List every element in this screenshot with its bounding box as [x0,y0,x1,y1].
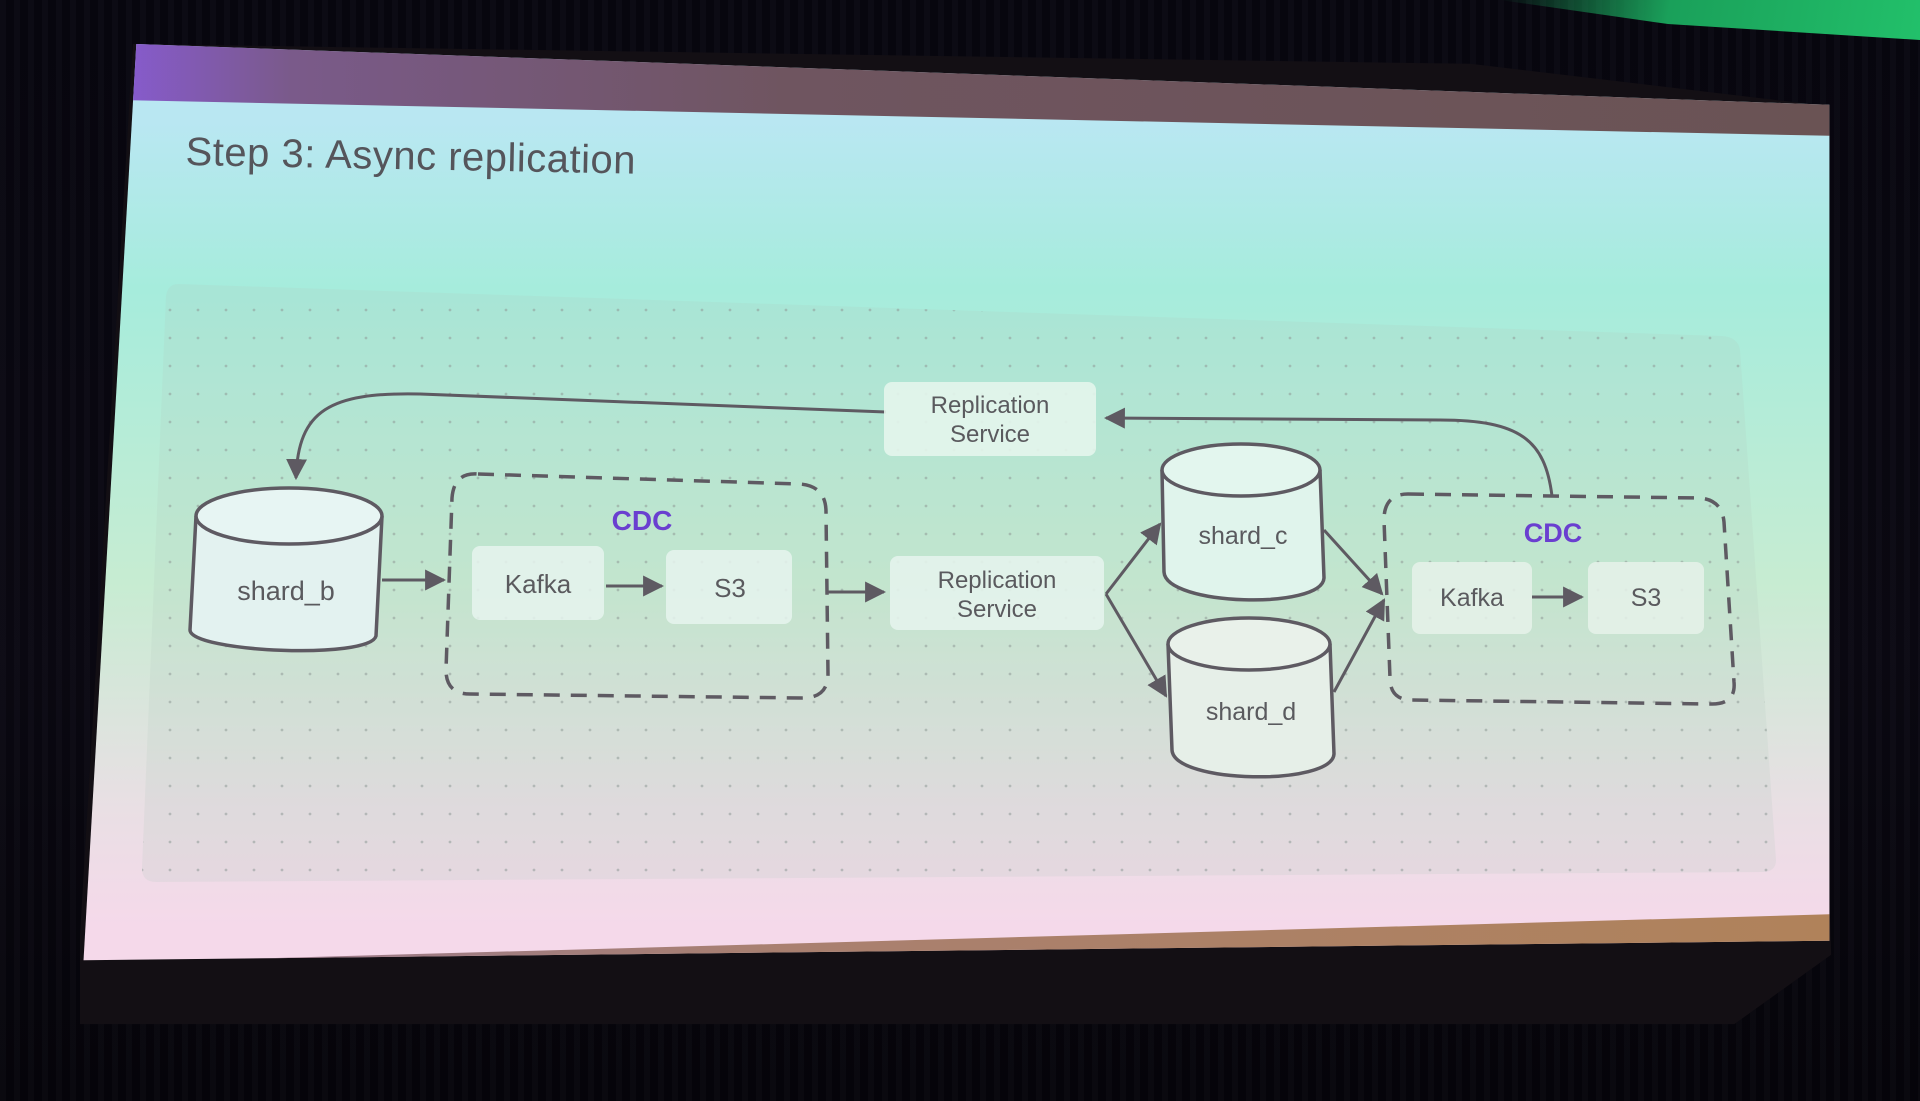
replication-service-mid-line1: Replication [938,567,1057,594]
shard-c-cylinder: shard_c [1160,442,1326,602]
edge-replication-mid-to-shard-d [1104,593,1168,698]
s3-left-label: S3 [714,573,746,603]
replication-service-top-line2: Service [950,421,1030,448]
cdc-left-label: CDC [612,505,673,536]
shard-b-cylinder: shard_b [188,486,384,653]
replication-service-mid-line2: Service [957,596,1037,623]
edge-replication-top-to-shard-b [286,392,887,481]
s3-right-box [1588,562,1704,634]
edge-shard-d-to-cdc-right [1332,598,1386,693]
cdc-left-group: CDC Kafka S3 [444,472,830,700]
replication-service-top-line1: Replication [931,392,1050,419]
edge-shard-c-to-cdc-right [1322,528,1384,596]
shard-c-label: shard_c [1199,522,1288,550]
kafka-left-box [472,546,604,620]
shard-d-label: shard_d [1206,698,1296,726]
replication-service-top: Replication Service [884,382,1096,456]
replication-service-mid: Replication Service [890,556,1104,630]
s3-left-box [666,550,792,624]
shard-d-cylinder: shard_d [1166,616,1336,779]
edge-cdc-right-to-replication-top [1103,407,1554,497]
kafka-right-box [1412,562,1532,634]
shard-b-label: shard_b [237,576,335,606]
s3-right-label: S3 [1631,584,1662,612]
cdc-right-label: CDC [1524,518,1583,548]
edge-replication-mid-to-shard-c [1104,522,1162,595]
cdc-right-group: CDC Kafka S3 [1382,492,1736,706]
kafka-right-label: Kafka [1440,584,1504,612]
kafka-left-label: Kafka [505,569,572,599]
